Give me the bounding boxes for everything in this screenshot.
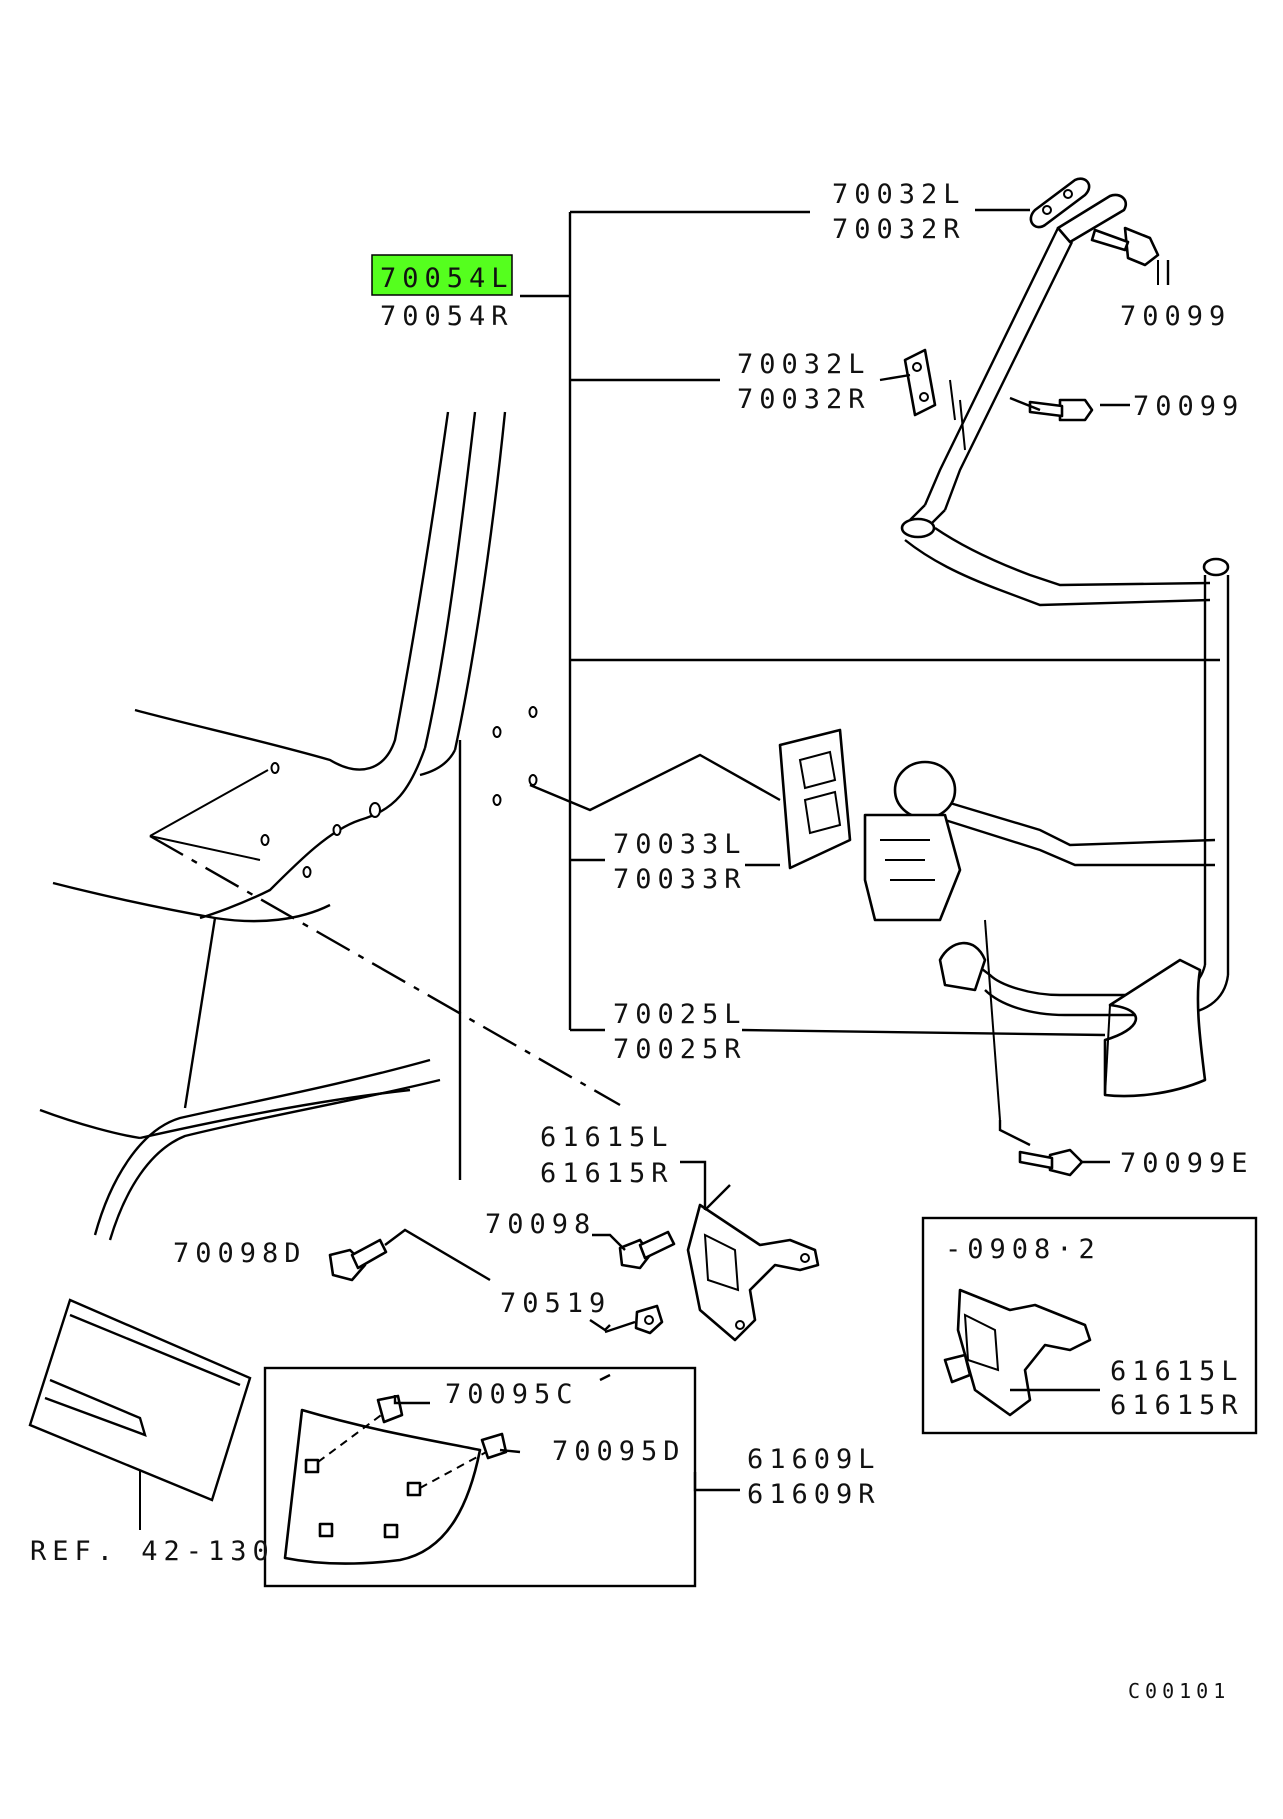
label-main-part-l[interactable]: 70054L bbox=[380, 263, 514, 294]
mounting-plate-70033 bbox=[778, 728, 852, 870]
label-stay-upper-l[interactable]: 70032L bbox=[832, 179, 966, 210]
leader-lines bbox=[384, 208, 1220, 1492]
highlight-box bbox=[371, 254, 513, 296]
label-ref[interactable]: REF. 42-130 bbox=[30, 1536, 275, 1567]
inset-bracket bbox=[943, 1288, 1092, 1417]
cab-body-outline bbox=[39, 411, 621, 1241]
mirror-mount-base bbox=[863, 760, 1001, 1121]
label-inset-bracket-l[interactable]: 61615L bbox=[1110, 1356, 1244, 1387]
inset-detail-box bbox=[921, 1216, 1258, 1435]
label-panel-r[interactable]: 61609R bbox=[747, 1479, 881, 1510]
label-clip-c[interactable]: 70095C bbox=[445, 1379, 579, 1410]
diagram-code: C00101 bbox=[1128, 1679, 1230, 1703]
label-cover-l[interactable]: 70025L bbox=[613, 999, 747, 1030]
cover-70025 bbox=[1103, 958, 1207, 1098]
label-plate-r[interactable]: 70033R bbox=[613, 864, 747, 895]
bumper-part bbox=[28, 1298, 252, 1530]
label-stay-mid-l[interactable]: 70032L bbox=[737, 349, 871, 380]
label-bracket-l[interactable]: 61615L bbox=[540, 1122, 674, 1153]
label-cover-r[interactable]: 70025R bbox=[613, 1034, 747, 1065]
label-inset-date: -0908·2 bbox=[945, 1234, 1101, 1265]
mirror-stay-arm bbox=[900, 193, 1230, 1017]
label-clip-d[interactable]: 70095D bbox=[552, 1436, 686, 1467]
label-bolt-mid[interactable]: 70099 bbox=[1133, 391, 1244, 422]
mud-panel-61609 bbox=[283, 1394, 508, 1565]
label-bolt-70098d[interactable]: 70098D bbox=[173, 1238, 307, 1269]
panel-detail-box bbox=[263, 1366, 697, 1588]
label-nut-70519[interactable]: 70519 bbox=[500, 1288, 611, 1319]
label-bolt-top[interactable]: 70099 bbox=[1120, 301, 1231, 332]
label-inset-bracket-r[interactable]: 61615R bbox=[1110, 1390, 1244, 1421]
label-bolt-lower[interactable]: 70099E bbox=[1120, 1148, 1254, 1179]
label-plate-l[interactable]: 70033L bbox=[613, 829, 747, 860]
label-panel-l[interactable]: 61609L bbox=[747, 1444, 881, 1475]
small-parts bbox=[328, 177, 1160, 1335]
label-stay-mid-r[interactable]: 70032R bbox=[737, 384, 871, 415]
label-main-part-r[interactable]: 70054R bbox=[380, 301, 514, 332]
label-stay-upper-r[interactable]: 70032R bbox=[832, 214, 966, 245]
bracket-61615 bbox=[686, 1203, 820, 1342]
label-bracket-r[interactable]: 61615R bbox=[540, 1158, 674, 1189]
label-bolt-70098[interactable]: 70098 bbox=[485, 1209, 596, 1240]
